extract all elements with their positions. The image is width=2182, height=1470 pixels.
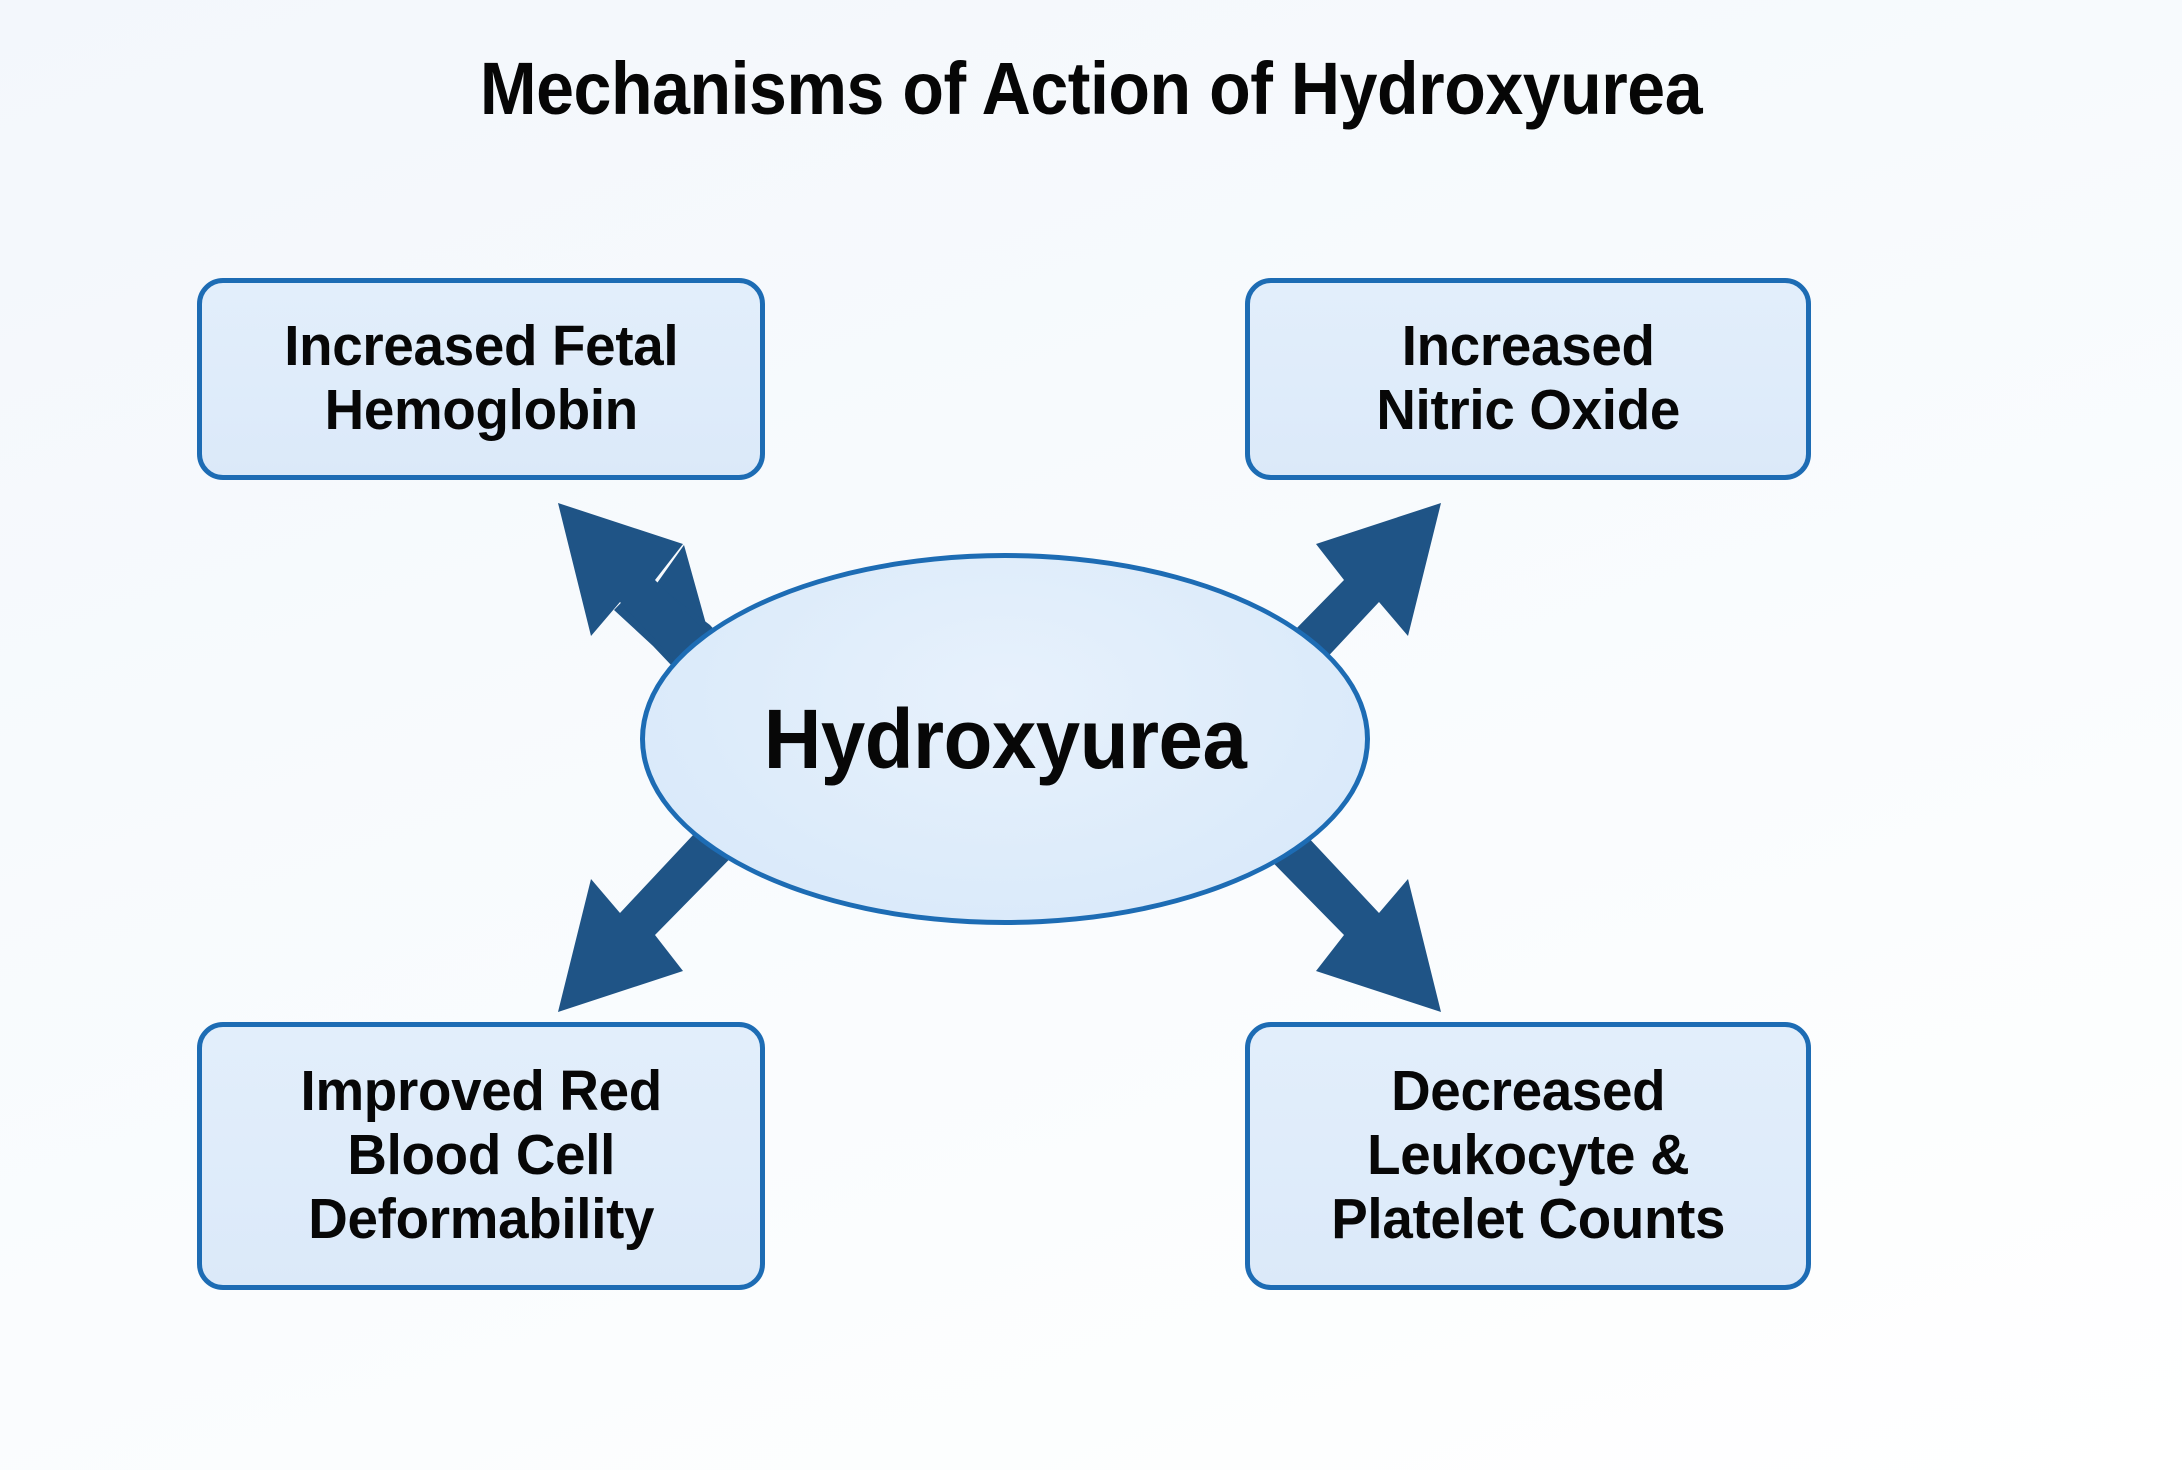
node-nitric-oxide-label: Increased Nitric Oxide — [1361, 314, 1695, 443]
node-leukocyte-platelet-label: Decreased Leukocyte & Platelet Counts — [1316, 1059, 1741, 1251]
node-fetal-hemoglobin-label: Increased Fetal Hemoglobin — [269, 314, 694, 443]
node-line: Increased — [1401, 314, 1655, 379]
center-node-hydroxyurea[interactable]: Hydroxyurea — [640, 553, 1370, 925]
node-rbc-deformability[interactable]: Improved Red Blood Cell Deformability — [197, 1022, 765, 1290]
node-line: Hemoglobin — [324, 378, 638, 442]
node-line: Improved Red — [300, 1059, 662, 1124]
node-line: Decreased — [1390, 1059, 1666, 1124]
node-line: Platelet Counts — [1331, 1186, 1725, 1251]
node-fetal-hemoglobin[interactable]: Increased Fetal Hemoglobin — [197, 278, 765, 480]
node-line: Deformability — [308, 1186, 654, 1251]
node-line: Nitric Oxide — [1376, 378, 1680, 442]
node-rbc-deformability-label: Improved Red Blood Cell Deformability — [285, 1059, 677, 1251]
arrow-to-rbc-deformability — [558, 803, 766, 1012]
page-title: Mechanisms of Action of Hydroxyurea — [479, 47, 1703, 130]
node-leukocyte-platelet[interactable]: Decreased Leukocyte & Platelet Counts — [1245, 1022, 1811, 1290]
node-line: Leukocyte & — [1366, 1123, 1690, 1188]
node-line: Increased Fetal — [283, 314, 679, 379]
node-nitric-oxide[interactable]: Increased Nitric Oxide — [1245, 278, 1811, 480]
center-node-label: Hydroxyurea — [763, 691, 1247, 786]
node-line: Blood Cell — [347, 1123, 615, 1188]
